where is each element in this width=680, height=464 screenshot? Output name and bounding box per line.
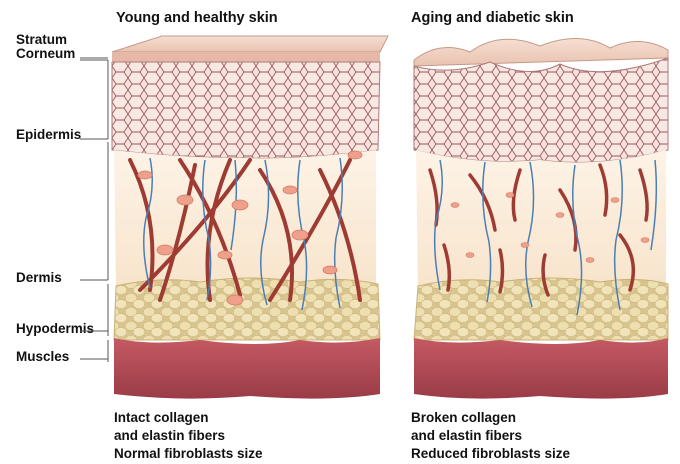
young-skin-block [112,36,388,399]
fibroblast [218,251,232,259]
fibroblast [348,151,362,159]
fibroblast [323,266,337,274]
label-leader-lines [80,58,108,362]
fibroblast [556,213,564,218]
fibroblast [521,243,529,248]
fibroblast [641,238,649,243]
muscle-right [414,338,668,399]
epidermis-right [414,58,668,162]
fibroblast [283,186,297,194]
bracket-dermis [80,142,108,280]
bracket-muscles [80,340,108,362]
muscle-left [114,338,380,399]
fibroblast [466,253,474,258]
fibroblast [611,198,619,203]
epidermis-left [112,62,380,158]
stratum-edge-left [112,52,380,62]
dermis-right [416,150,666,288]
stratum-corneum-left [112,36,388,52]
bracket-hypodermis [80,284,108,336]
stratum-corneum-right [414,38,668,66]
fibroblast [451,203,459,208]
fibroblast [157,245,173,255]
aging-skin-block [414,38,668,398]
bracket-epidermis [80,60,108,139]
fibroblast [138,171,152,179]
fibroblast [227,295,243,305]
hypodermis-left [114,278,380,340]
fibroblast [506,193,514,198]
fibroblast [232,200,248,210]
fibroblast [586,258,594,263]
fibroblast [292,230,308,240]
fibroblast [177,195,193,205]
